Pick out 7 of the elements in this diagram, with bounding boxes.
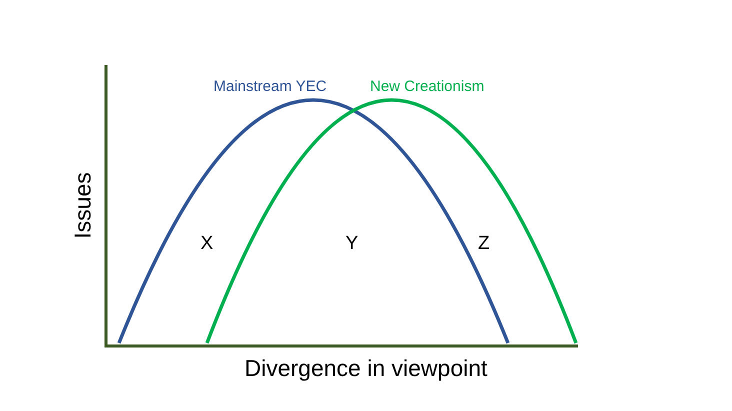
region-label: Y [346, 234, 358, 252]
curve-label: Mainstream YEC [214, 78, 327, 94]
axis-title: Divergence in viewpoint [244, 356, 488, 380]
region-label: Z [478, 234, 490, 252]
axis-title: Issues [72, 172, 95, 238]
curve-label: New Creationism [370, 78, 484, 94]
region-label: X [200, 234, 214, 252]
